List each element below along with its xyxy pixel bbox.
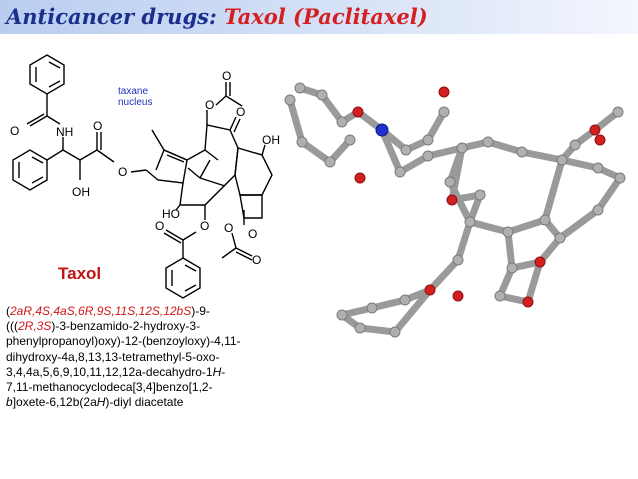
atom-oh-side: OH [72, 185, 90, 199]
taxane-ring-c [234, 147, 273, 196]
atom-o-acetyl-carbonyl: O [222, 69, 231, 83]
taxane-nucleus-label: taxane nucleus [118, 86, 152, 108]
atom-o-carbonyl-side: O [93, 119, 102, 133]
atom-o-oxetane: O [248, 227, 257, 241]
atom-o-benzoate: O [200, 219, 209, 233]
phenyl-ring-benzoate [165, 257, 201, 299]
iupac-line-5: 3,4,4a,5,6,9,10,11,12,12a-decahydro-1H- [6, 364, 226, 379]
title-bar: Anticancer drugs: Taxol (Paclitaxel) [0, 0, 638, 34]
nucleus-label-line1: taxane [118, 86, 149, 97]
nucleus-label-line2: nucleus [118, 97, 153, 108]
iupac-line-6: 7,11-methanocyclodeca[3,4]benzo[1,2- [6, 380, 213, 395]
taxane-ring-b [179, 124, 239, 206]
structure-atoms: O NH O O OH O O O OH HO O O O O O [10, 69, 280, 267]
atom-o-acetyl-bottom-carbonyl: O [252, 253, 261, 267]
iupac-line-4: dihydroxy-4a,8,13,13-tetramethyl-5-oxo- [6, 349, 220, 364]
slide-title: Anticancer drugs: Taxol (Paclitaxel) [6, 4, 428, 29]
atom-o-acetyl-top: O [205, 98, 214, 112]
iupac-line-2: (((2R,3S)-3-benzamido-2-hydroxy-3- [6, 319, 201, 334]
atom-o-acetyl-bottom: O [224, 221, 233, 235]
atom-o-ester-link: O [118, 165, 127, 179]
structure-bonds [12, 54, 273, 299]
iupac-name: (2aR,4S,4aS,6R,9S,11S,12S,12bS)-9- (((2R… [6, 304, 306, 410]
phenyl-ring-bottom [12, 149, 48, 191]
compound-name-label: Taxol [58, 264, 102, 283]
phenyl-ring-top [29, 54, 65, 95]
atom-nh: NH [56, 125, 73, 139]
iupac-line-7: b]oxete-6,12b(2aH)-diyl diacetate [6, 395, 184, 410]
ball-and-stick-model [284, 82, 626, 338]
title-main: Taxol (Paclitaxel) [224, 4, 428, 29]
title-prefix: Anticancer drugs: [6, 4, 225, 29]
iupac-line-3: phenylpropanoyl)oxy)-12-(benzoyloxy)-4,1… [6, 334, 241, 349]
iupac-line-1: (2aR,4S,4aS,6R,9S,11S,12S,12bS)-9- [6, 304, 210, 318]
atom-oh-top-right: OH [262, 133, 280, 147]
taxane-ring-a [145, 149, 188, 184]
atom-ho-bottom: HO [162, 207, 180, 221]
atom-o-carbonyl-left: O [10, 124, 19, 138]
atom-o-benzoate-carbonyl: O [155, 219, 164, 233]
atom-o-ketone: O [236, 105, 245, 119]
